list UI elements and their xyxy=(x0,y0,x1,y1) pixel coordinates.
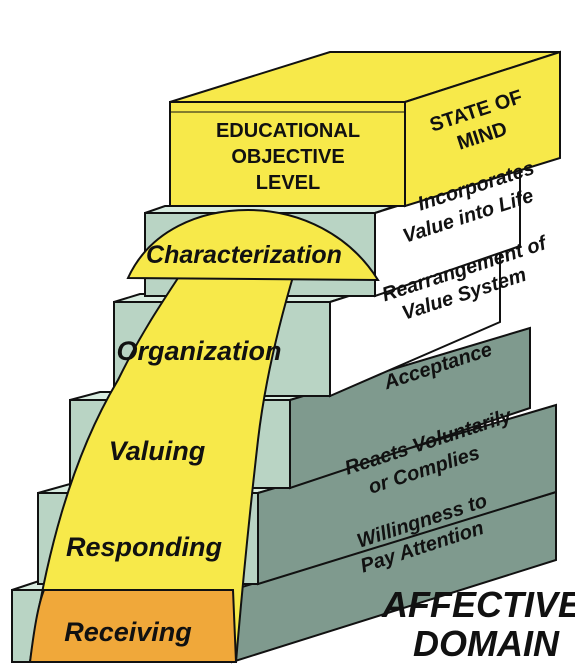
header-level-title-line-3: LEVEL xyxy=(256,172,320,194)
header-block-front xyxy=(169,101,406,207)
domain-title-line-1: AFFECTIVE xyxy=(381,584,575,625)
header-level-title-line-2: OBJECTIVE xyxy=(231,146,344,168)
header-block xyxy=(169,50,561,208)
header-level-title-line-1: EDUCATIONAL xyxy=(216,120,360,142)
progress-arrow-base xyxy=(28,589,238,663)
level-label-receiving: Receiving xyxy=(64,617,192,647)
level-label-valuing: Valuing xyxy=(109,436,206,466)
domain-title-line-2: DOMAIN xyxy=(413,623,560,664)
progress-arrow-head xyxy=(126,208,380,282)
level-label-responding: Responding xyxy=(66,532,222,562)
level-label-organization: Organization xyxy=(116,336,281,366)
level-label-characterization: Characterization xyxy=(146,241,342,269)
